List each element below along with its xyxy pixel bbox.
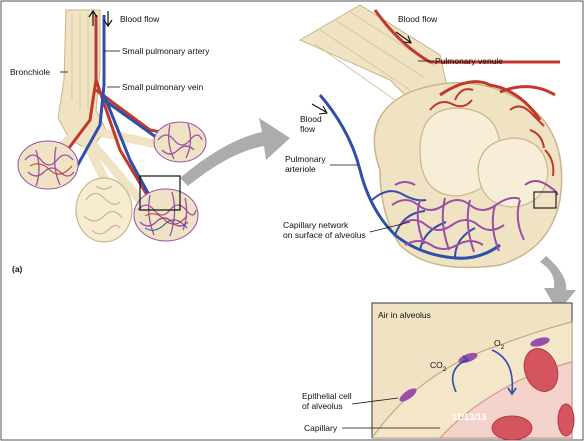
red-blood-cell-3: [558, 404, 574, 436]
label-panel-a: (a): [12, 264, 23, 274]
red-blood-cell-2: [492, 416, 532, 440]
alveolus-chamber-2: [478, 138, 548, 207]
label-pulmonary-arteriole-2: arteriole: [285, 164, 316, 174]
label-blood-flow-left-2: flow: [300, 124, 316, 134]
alveolar-sac-cluster-bottom-right: [134, 189, 198, 241]
label-blood-flow-left-1: Blood: [300, 114, 322, 124]
label-blood-flow-right-top: Blood flow: [398, 14, 438, 24]
label-air-in-alveolus: Air in alveolus: [378, 310, 431, 320]
alveolar-sac-cluster-left: [18, 141, 78, 189]
label-epithelial-cell-1: Epithelial cell: [302, 391, 352, 401]
label-pulmonary-venule: Pulmonary venule: [435, 56, 503, 66]
label-capillary-network-2: on surface of alveolus: [283, 230, 366, 240]
label-blood-flow-left: Blood flow: [120, 14, 160, 24]
label-capillary: Capillary: [304, 423, 338, 433]
alveolar-sac-cluster-top-right: [154, 122, 206, 162]
label-small-pulmonary-vein: Small pulmonary vein: [122, 82, 204, 92]
date-stamp: 11/13/13: [452, 412, 487, 422]
label-pulmonary-arteriole-1: Pulmonary: [285, 154, 326, 164]
alveolar-sac-opened: [76, 178, 132, 242]
label-epithelial-cell-2: of alveolus: [302, 401, 343, 411]
label-small-pulmonary-artery: Small pulmonary artery: [122, 46, 210, 56]
label-bronchiole: Bronchiole: [10, 67, 50, 77]
label-capillary-network-1: Capillary network: [283, 220, 349, 230]
